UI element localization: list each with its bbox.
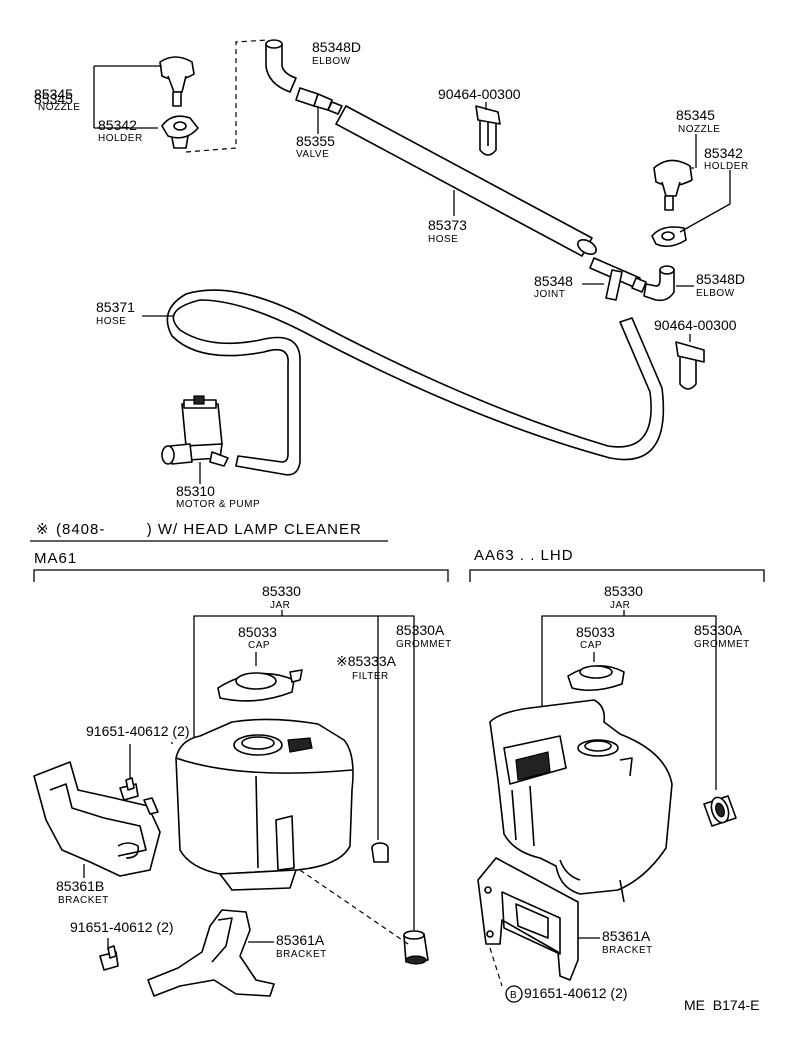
section-note-mark: ※ — [36, 521, 50, 538]
left-bolt-bottom — [99, 945, 119, 971]
left-bracket-b — [33, 761, 161, 877]
label-nozzle-left-num: 85345 — [34, 86, 73, 102]
left-bracket-a-name: BRACKET — [276, 949, 327, 960]
label-holder-right-num: 85342 — [704, 145, 743, 161]
label-valve-name: VALVE — [296, 149, 329, 160]
nozzle-left — [159, 56, 195, 107]
left-cap-num: 85033 — [238, 624, 277, 640]
joint — [589, 257, 647, 301]
right-jar-name: JAR — [610, 600, 630, 611]
label-nozzle-right-name: NOZZLE — [678, 124, 720, 135]
label-valve-num: 85355 — [296, 133, 335, 149]
leader-nozzle-left — [93, 65, 162, 129]
label-holder-left-num: 85342 — [98, 117, 137, 133]
right-jar-leader — [541, 610, 717, 790]
label-hose-loop-name: HOSE — [96, 316, 126, 327]
label-motor-pump-num: 85310 — [176, 483, 215, 499]
label-holder-right-name: HOLDER — [704, 161, 749, 172]
right-cap-name: CAP — [580, 640, 602, 651]
right-bolt-num: 91651-40612 (2) — [524, 985, 628, 1001]
elbow-right — [643, 265, 675, 302]
left-filter-name: FILTER — [352, 671, 389, 682]
left-grommet-name: GROMMET — [396, 639, 452, 650]
holder-right — [651, 226, 687, 248]
label-elbow-right-name: ELBOW — [696, 288, 735, 299]
label-motor-pump-name: MOTOR & PUMP — [176, 499, 260, 510]
nozzle-right — [653, 159, 693, 211]
left-bolt-bottom-num: 91651-40612 (2) — [70, 919, 174, 935]
leader-nozzle-right — [679, 134, 731, 233]
clip-right — [675, 341, 705, 390]
hose-long — [335, 105, 593, 257]
right-bolt-mark: B — [505, 985, 523, 1003]
left-bolt-top-leader — [129, 742, 173, 780]
left-jar-leader — [193, 610, 415, 930]
ref-code: ME B174-E — [684, 997, 759, 1013]
elbow-top — [265, 39, 297, 93]
hose-loop — [166, 289, 665, 476]
label-joint-name: JOINT — [534, 289, 565, 300]
left-jar-name: JAR — [270, 600, 290, 611]
left-dashed-link — [299, 869, 409, 945]
left-cap-name: CAP — [248, 640, 270, 651]
label-hose-long-name: HOSE — [428, 234, 458, 245]
holder-left — [161, 115, 199, 149]
left-group-bracket — [33, 569, 449, 582]
label-holder-left-name: HOLDER — [98, 133, 143, 144]
right-bracket-a-name: BRACKET — [602, 945, 653, 956]
svg-text:85345: 85345 — [34, 91, 73, 107]
label-nozzle-left-name: NOZZLE — [38, 102, 80, 113]
right-dashed-link — [489, 947, 503, 987]
right-cap — [567, 665, 625, 692]
right-grommet-num: 85330A — [694, 622, 743, 638]
right-cap-num: 85033 — [576, 624, 615, 640]
left-bracket-b-name: BRACKET — [58, 895, 109, 906]
right-bracket-a — [477, 857, 579, 981]
section-note-text: (8408- ) W/ HEAD LAMP CLEANER — [56, 521, 362, 538]
left-filter — [371, 842, 389, 863]
label-clip-right-num: 90464-00300 — [654, 317, 737, 333]
dashed-link-left — [185, 39, 269, 153]
label-clip-top-num: 90464-00300 — [438, 86, 521, 102]
left-bracket-a-num: 85361A — [276, 932, 325, 948]
right-jar — [489, 699, 673, 903]
left-jar-num: 85330 — [262, 583, 301, 599]
label-elbow-top-num: 85348D — [312, 39, 361, 55]
left-model-label: MA61 — [34, 550, 77, 567]
left-filter-num: ※85333A — [336, 653, 397, 669]
label-elbow-right-num: 85348D — [696, 271, 745, 287]
left-bracket-a — [147, 909, 275, 997]
left-bolt-top — [119, 777, 139, 801]
right-grommet — [703, 795, 737, 827]
label-joint-num: 85348 — [534, 273, 573, 289]
left-jar — [175, 718, 354, 891]
left-bracket-b-num: 85361B — [56, 878, 104, 894]
right-bracket-a-num: 85361A — [602, 928, 651, 944]
label-hose-loop-num: 85371 — [96, 299, 135, 315]
right-group-bracket — [469, 569, 765, 582]
right-model-label: AA63 . . LHD — [474, 547, 574, 564]
label-nozzle-right-num: 85345 — [676, 107, 715, 123]
motor-pump — [161, 395, 229, 467]
left-bolt-top-num: 91651-40612 (2) — [86, 723, 190, 739]
label-hose-long-num: 85373 — [428, 217, 467, 233]
left-cap — [217, 669, 303, 702]
label-nozzle-left: 85345 — [34, 91, 73, 107]
left-grommet — [403, 930, 429, 965]
left-grommet-num: 85330A — [396, 622, 445, 638]
right-jar-num: 85330 — [604, 583, 643, 599]
label-elbow-top-name: ELBOW — [312, 56, 351, 67]
right-grommet-name: GROMMET — [694, 639, 750, 650]
clip-top — [475, 105, 501, 156]
valve — [295, 87, 343, 115]
svg-text:B: B — [510, 990, 517, 1001]
